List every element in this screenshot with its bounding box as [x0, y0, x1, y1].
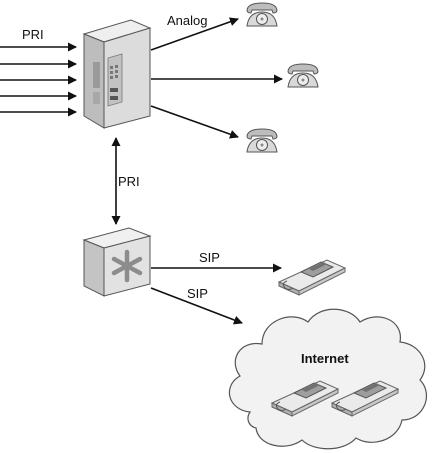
rotary-phone-icon [287, 63, 319, 88]
pri-input-lines [0, 42, 77, 117]
pri-vertical-label: PRI [118, 174, 140, 189]
rotary-phone-icon [246, 128, 278, 153]
rotary-phone-icon [246, 2, 278, 27]
analog-label: Analog [167, 13, 207, 28]
ip-phone-icon [278, 259, 346, 296]
cloud-icon [228, 308, 428, 450]
pbx-cabinet-icon [82, 19, 152, 129]
sip-line-lower [150, 287, 243, 325]
analog-line-1 [150, 17, 239, 51]
analog-line-3 [150, 105, 239, 139]
sip-lower-label: SIP [187, 286, 208, 301]
asterisk-server-icon [82, 227, 152, 297]
analog-lines [150, 17, 283, 139]
internet-label: Internet [301, 351, 349, 366]
pri-top-label: PRI [22, 27, 44, 42]
sip-upper-label: SIP [199, 250, 220, 265]
sip-lines [150, 263, 282, 325]
